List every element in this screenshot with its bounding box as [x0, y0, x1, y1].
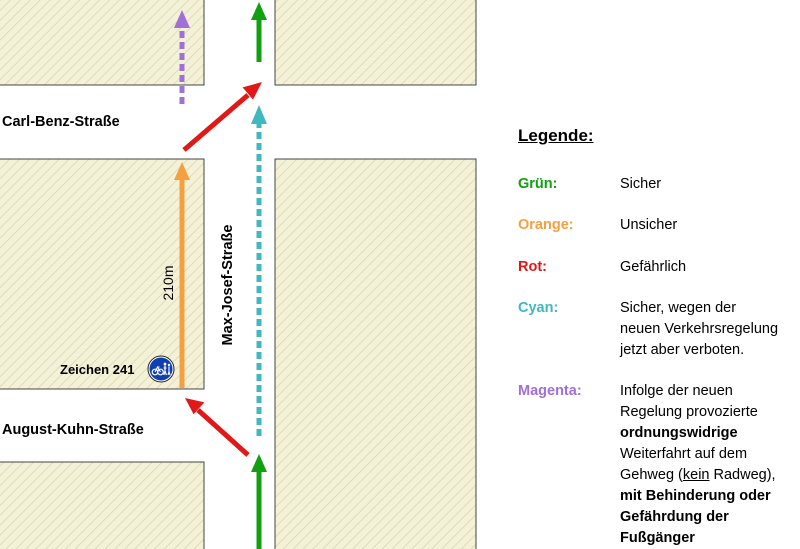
- legend-cyan-line-3: jetzt aber verboten.: [620, 342, 745, 358]
- legend-key-cyan: Cyan:: [518, 300, 559, 316]
- legend-magenta-line-2: Regelung provozierte: [620, 404, 758, 420]
- legend-text-magenta: Infolge der neuen Regelung provozierte o…: [620, 381, 776, 549]
- green-arrowhead-top: [251, 2, 267, 20]
- legend-magenta-line-5-b: kein: [682, 467, 710, 483]
- block-middle-left: [0, 158, 205, 390]
- red-route-bottom: [196, 408, 250, 457]
- orange-arrowhead: [174, 162, 190, 180]
- block-bottom-left: [0, 461, 205, 549]
- block-top-right: [274, 0, 477, 86]
- legend-key-green: Grün:: [518, 176, 558, 192]
- magenta-arrowhead: [174, 10, 190, 28]
- cyan-arrowhead: [251, 105, 267, 124]
- legend-magenta-line-5-a: Gehweg (: [620, 467, 683, 483]
- legend-text-orange: Unsicher: [620, 217, 678, 233]
- legend-magenta-line-1: Infolge der neuen: [620, 383, 733, 399]
- legend-magenta-line-8: Fußgänger: [620, 530, 695, 546]
- legend-text-green: Sicher: [620, 176, 662, 192]
- routes: [174, 2, 267, 549]
- distance-label: 210m: [160, 265, 176, 300]
- legend-key-magenta: Magenta:: [518, 383, 582, 399]
- legend-key-orange: Orange:: [518, 217, 574, 233]
- legend-cyan-line-1: Sicher, wegen der: [620, 300, 737, 316]
- city-blocks: [0, 0, 477, 549]
- legend-key-red: Rot:: [518, 259, 547, 275]
- legend-magenta-line-5: Gehweg (kein Radweg),: [620, 465, 776, 486]
- block-middle-right: [274, 158, 477, 549]
- legend-magenta-line-7: Gefährdung der: [620, 509, 729, 525]
- shared-foot-cycle-path-sign-icon: [147, 355, 175, 383]
- legend-magenta-line-3: ordnungswidrige: [620, 425, 738, 441]
- legend-magenta-line-5-c: Radweg),: [709, 467, 776, 483]
- legend-text-red: Gefährlich: [620, 259, 687, 275]
- green-arrowhead-bottom: [251, 454, 267, 472]
- street-label-carl-benz: Carl-Benz-Straße: [2, 114, 120, 130]
- legend-magenta-line-4: Weiterfahrt auf dem: [620, 446, 748, 462]
- block-top-left: [0, 0, 205, 86]
- red-route-top: [182, 93, 250, 152]
- red-arrowhead-top: [242, 82, 262, 100]
- street-label-max-josef: Max-Josef-Straße: [220, 225, 236, 346]
- legend-title: Legende:: [518, 126, 594, 145]
- street-label-august-kuhn: August-Kuhn-Straße: [2, 422, 144, 438]
- legend-magenta-line-6: mit Behinderung oder: [620, 488, 771, 504]
- legend-cyan-line-2: neuen Verkehrsregelung: [620, 321, 779, 337]
- sign-label: Zeichen 241: [60, 362, 134, 377]
- legend-text-cyan: Sicher, wegen der neuen Verkehrsregelung…: [620, 298, 778, 361]
- red-arrowhead-bottom: [185, 398, 205, 415]
